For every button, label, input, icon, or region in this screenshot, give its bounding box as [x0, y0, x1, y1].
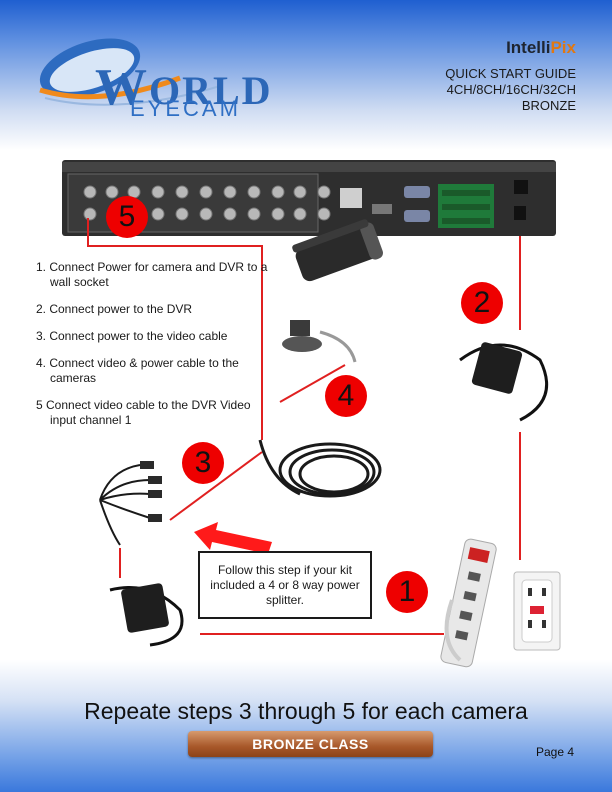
step-marker-2: 2: [461, 282, 503, 324]
step-marker-1: 1: [386, 571, 428, 613]
bronze-class-badge: BRONZE CLASS: [188, 731, 433, 757]
step-item: 3. Connect power to the video cable: [36, 329, 228, 343]
step-item: 2. Connect power to the DVR: [36, 302, 193, 316]
step-marker-5: 5: [106, 196, 148, 238]
power-strip: [440, 538, 497, 668]
steps-list: 1. Connect Power for camera and DVR to a…: [36, 260, 276, 440]
wall-outlet: [513, 571, 561, 651]
step-marker-3: 3: [182, 442, 224, 484]
step-item: 1. Connect Power for camera and DVR to a…: [36, 260, 268, 289]
step-marker-4: 4: [325, 375, 367, 417]
guide-title: QUICK START GUIDE 4CH/8CH/16CH/32CH BRON…: [445, 66, 576, 113]
logo-wordmark: WORLD: [95, 59, 273, 116]
repeat-instruction: Repeate steps 3 through 5 for each camer…: [84, 698, 528, 724]
logo-eyecam: EYECAM: [130, 96, 241, 121]
arrow-icon: [194, 522, 272, 554]
splitter-note: Follow this step if your kit included a …: [198, 551, 372, 619]
intellipix-brand: IntelliPix: [506, 38, 576, 57]
power-splitter: [99, 464, 151, 546]
step-item: 4. Connect video & power cable to the ca…: [36, 356, 239, 385]
step-item: 5 Connect video cable to the DVR Video i…: [36, 398, 251, 427]
dvr-power-adapter: [459, 342, 549, 422]
world-eyecam-logo: [39, 38, 221, 106]
video-cable-coil: [258, 439, 382, 498]
camera-power-adapter: [109, 583, 184, 647]
bullet-camera: [292, 219, 383, 282]
page-number: Page 4: [536, 745, 575, 759]
